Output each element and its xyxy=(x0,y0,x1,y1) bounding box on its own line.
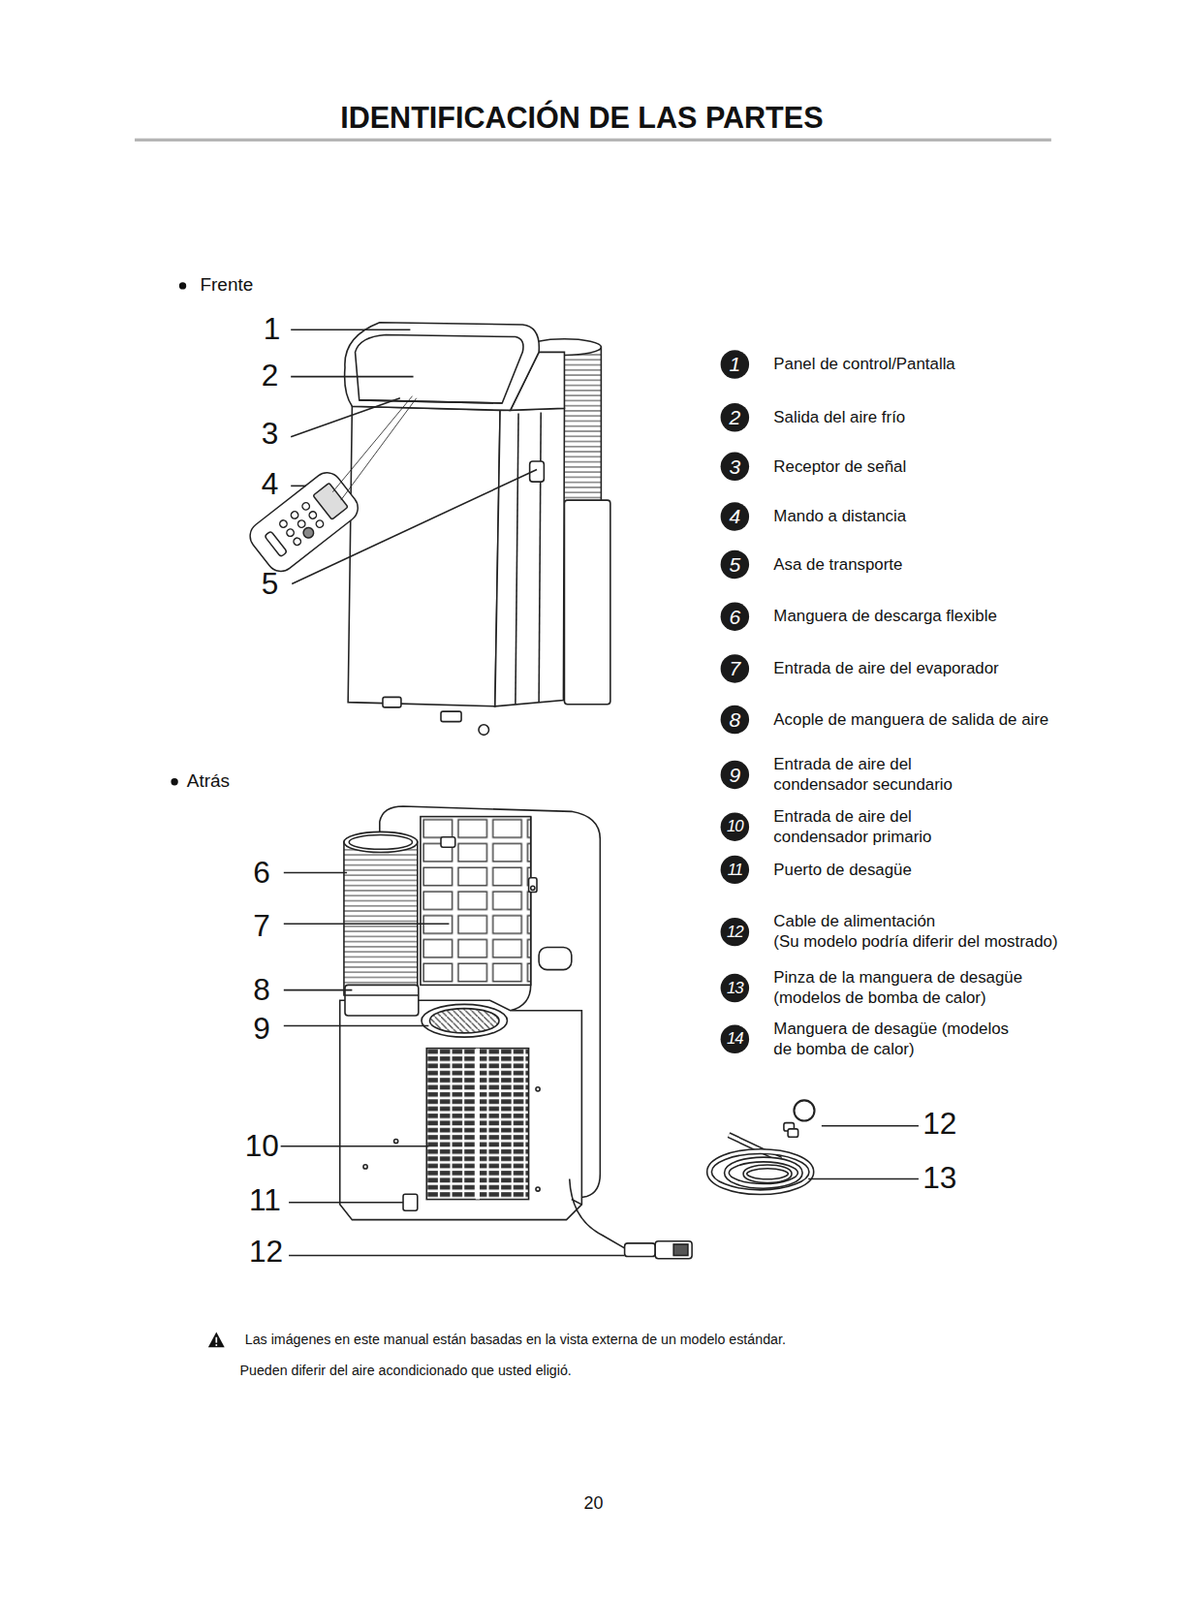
part-legend-item: 10 Entrada de aire del condensador primar… xyxy=(720,806,969,847)
page-title: IDENTIFICACIÓN DE LAS PARTES xyxy=(275,99,888,136)
callout-number: 2 xyxy=(261,357,280,395)
part-name: (Su modelo podría diferir del mostrado) xyxy=(773,932,1058,953)
callout-badge: 6 xyxy=(720,601,750,630)
part-name: Acople de manguera de salida de aire xyxy=(773,709,1049,730)
accessories xyxy=(709,1099,919,1192)
part-legend-item: 3 Receptor de señal xyxy=(720,452,907,481)
callout-badge: 13 xyxy=(720,973,750,1002)
leader-lines xyxy=(281,873,626,1256)
part-name: Entrada de aire del condensador primario xyxy=(773,806,968,847)
part-description: Pinza de la manguera de desagüe(modelos … xyxy=(773,967,1023,1008)
callout-number: 11 xyxy=(249,1182,282,1220)
note-text: Las imágenes en este manual están basada… xyxy=(245,1331,786,1348)
warning-icon xyxy=(208,1332,225,1348)
callout-number: 12 xyxy=(922,1105,957,1143)
part-name: Puerto de desagüe xyxy=(773,859,911,880)
callout-badge: 7 xyxy=(720,654,750,683)
callout-badge: 2 xyxy=(720,403,750,432)
part-legend-item: 4 Mando a distancia xyxy=(720,501,907,531)
part-name: Receptor de señal xyxy=(773,456,907,477)
callout-badge: 3 xyxy=(720,452,750,481)
callout-badge: 10 xyxy=(720,812,750,841)
part-legend-item: 5 Asa de transporte xyxy=(720,550,904,579)
callout-badge: 11 xyxy=(720,855,750,884)
callout-badge: 9 xyxy=(720,760,750,789)
callout-number: 8 xyxy=(252,971,271,1009)
part-description: Mando a distancia xyxy=(773,505,907,527)
part-description: Acople de manguera de salida de aire xyxy=(773,709,1049,730)
note-text: Pueden diferir del aire acondicionado qu… xyxy=(240,1362,572,1379)
page-number: 20 xyxy=(583,1493,603,1514)
part-legend-item: 7 Entrada de aire del evaporador xyxy=(720,654,1000,683)
part-name: Pinza de la manguera de desagüe xyxy=(773,967,1023,988)
part-description: Entrada de aire del evaporador xyxy=(773,657,999,679)
part-description: Salida del aire frío xyxy=(773,406,906,428)
callout-number: 12 xyxy=(249,1232,283,1270)
part-name: Asa de transporte xyxy=(773,554,903,575)
callout-number: 1 xyxy=(263,310,282,347)
part-legend-item: 8 Acople de manguera de salida de aire xyxy=(720,705,1050,734)
part-description: Entrada de aire del condensador secundar… xyxy=(773,753,968,795)
part-legend-item: 9 Entrada de aire del condensador secunda… xyxy=(720,753,969,795)
bullet xyxy=(179,281,187,289)
callout-badge: 8 xyxy=(720,705,750,734)
callout-number: 4 xyxy=(261,465,280,502)
part-description: Asa de transporte xyxy=(773,554,903,575)
part-legend-item: 14 Manguera de desagüe (modelos de bomba … xyxy=(720,1018,1030,1060)
part-description: Manguera de descarga flexible xyxy=(773,606,997,627)
front-unit xyxy=(344,322,611,736)
part-name: Panel de control/Pantalla xyxy=(773,353,955,375)
callout-number: 3 xyxy=(261,415,280,453)
part-legend-item: 11 Puerto de desagüe xyxy=(720,855,912,884)
part-description: Manguera de desagüe (modelos de bomba de… xyxy=(773,1018,1029,1060)
part-name: Mando a distancia xyxy=(773,505,907,527)
part-legend-item: 12 Cable de alimentación(Su modelo podría… xyxy=(720,911,1059,953)
part-name: Cable de alimentación xyxy=(773,911,1058,933)
part-legend-item: 13 Pinza de la manguera de desagüe(modelo… xyxy=(720,967,1023,1008)
part-name: (modelos de bomba de calor) xyxy=(773,988,1023,1009)
part-description: Receptor de señal xyxy=(773,456,907,477)
part-name: Manguera de descarga flexible xyxy=(773,606,997,627)
callout-number: 9 xyxy=(252,1010,271,1048)
part-name: Salida del aire frío xyxy=(773,406,906,428)
callout-badge: 12 xyxy=(720,917,750,946)
callout-number: 5 xyxy=(261,565,280,603)
part-description: Cable de alimentación(Su modelo podría d… xyxy=(773,911,1058,953)
callout-badge: 5 xyxy=(720,550,750,579)
leader-lines xyxy=(290,329,537,584)
callout-number: 10 xyxy=(245,1127,280,1165)
title-rule xyxy=(134,138,1052,142)
callout-badge: 4 xyxy=(720,501,750,531)
part-legend-item: 6 Manguera de descarga flexible xyxy=(720,601,998,630)
callout-number: 13 xyxy=(922,1159,957,1197)
part-description: Puerto de desagüe xyxy=(773,859,911,880)
back-unit xyxy=(340,806,692,1259)
part-name: Entrada de aire del condensador secundar… xyxy=(773,753,968,795)
part-legend-item: 2 Salida del aire frío xyxy=(720,403,907,432)
part-name: Manguera de desagüe (modelos de bomba de… xyxy=(773,1018,1029,1060)
callout-badge: 14 xyxy=(720,1024,750,1053)
part-legend-item: 1 Panel de control/Pantalla xyxy=(720,349,956,378)
callout-number: 6 xyxy=(252,854,271,892)
bullet xyxy=(170,778,178,785)
part-name: Entrada de aire del evaporador xyxy=(773,657,999,679)
callout-badge: 1 xyxy=(720,349,750,378)
part-description: Entrada de aire del condensador primario xyxy=(773,806,968,847)
view-heading: Atrás xyxy=(187,770,230,793)
callout-number: 7 xyxy=(252,906,271,944)
view-heading: Frente xyxy=(199,275,253,298)
part-description: Panel de control/Pantalla xyxy=(773,353,955,375)
